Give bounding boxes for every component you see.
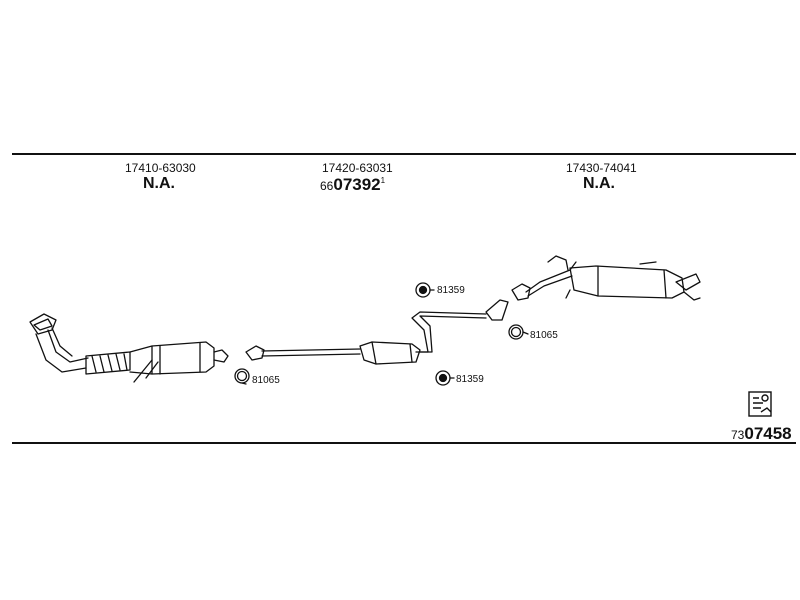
- bottom-divider: [12, 442, 796, 444]
- clipboard-icon: [746, 389, 776, 419]
- part-number-front: 17410-63030: [125, 161, 196, 175]
- ref-prefix: 66: [320, 179, 334, 193]
- status-rear: N.A.: [583, 175, 615, 192]
- system-ref-prefix: 73: [731, 428, 745, 442]
- callout-gasket-rear: 81065: [530, 330, 558, 341]
- ref-suffix: 1: [380, 176, 386, 185]
- ref-number-center: 66073921: [320, 175, 385, 195]
- callout-gasket-center-bottom: 81359: [456, 374, 484, 385]
- callout-gasket-center-top: 81359: [437, 285, 465, 296]
- rear-muffler: [511, 255, 701, 301]
- callout-gasket-front: 81065: [252, 375, 280, 386]
- part-number-center: 17420-63031: [322, 161, 393, 175]
- system-reference: 7307458: [731, 424, 792, 444]
- ref-main: 07392: [333, 175, 381, 194]
- top-divider: [12, 153, 796, 155]
- status-front: N.A.: [143, 175, 175, 192]
- front-pipe: [29, 313, 229, 383]
- part-number-rear: 17430-74041: [566, 161, 637, 175]
- center-pipe: [245, 299, 509, 365]
- system-ref-main: 07458: [744, 424, 792, 443]
